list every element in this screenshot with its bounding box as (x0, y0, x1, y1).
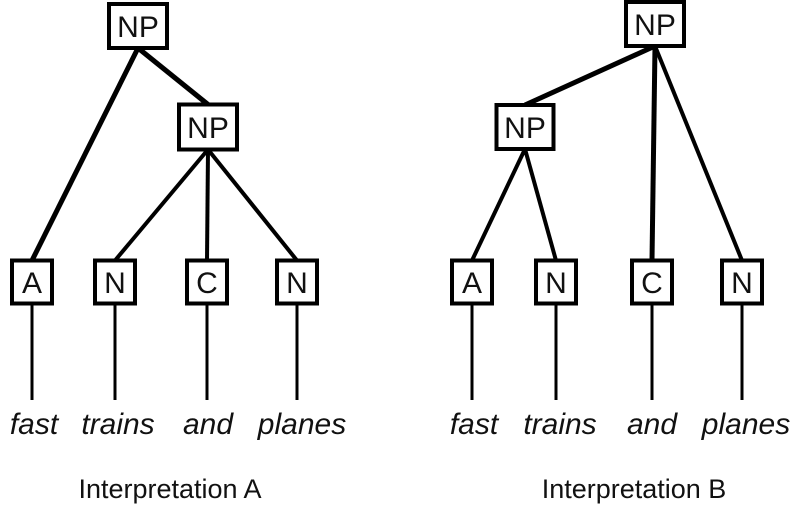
edge-b-np-root-to-b-leaf-n2 (653, 45, 744, 262)
word-b-word-and: and (627, 408, 678, 441)
node-box-b-np-sub (494, 103, 556, 151)
node-label-b-leaf-a: A (462, 267, 482, 300)
node-label-a-leaf-n1: N (104, 267, 126, 300)
node-label-a-leaf-n2: N (286, 267, 308, 300)
node-box-b-leaf-n2 (720, 258, 764, 306)
node-box-a-leaf-n2 (275, 258, 319, 306)
word-a-word-trains: trains (81, 408, 154, 441)
node-box-a-np-root (107, 2, 169, 50)
node-label-b-leaf-n1: N (545, 267, 567, 300)
node-a-np-sub[interactable]: NP (177, 102, 239, 152)
node-label-b-np-sub: NP (504, 112, 546, 145)
word-b-word-trains: trains (523, 408, 596, 441)
node-b-np-sub[interactable]: NP (494, 103, 556, 151)
node-box-a-leaf-c (185, 258, 229, 306)
word-b-word-planes: planes (701, 408, 790, 441)
node-b-leaf-n1[interactable]: N (534, 258, 578, 306)
edge-a-np-root-to-a-np-sub (136, 46, 210, 107)
node-a-leaf-a[interactable]: A (10, 258, 54, 306)
node-b-leaf-c[interactable]: C (630, 258, 674, 306)
node-label-b-np-root: NP (634, 9, 676, 42)
edge-b-np-root-to-b-np-sub (523, 43, 657, 108)
node-box-b-leaf-c (630, 258, 674, 306)
word-a-word-fast: fast (10, 408, 60, 441)
edge-a-np-sub-to-a-leaf-n1 (113, 148, 210, 262)
edges-interpretation-a (29, 46, 299, 262)
node-box-b-leaf-a (450, 258, 494, 306)
node-b-leaf-n2[interactable]: N (720, 258, 764, 306)
word-a-word-planes: planes (257, 408, 346, 441)
node-box-b-leaf-n1 (534, 258, 578, 306)
edge-b-np-sub-to-b-leaf-a (470, 148, 527, 262)
node-b-np-root[interactable]: NP (624, 0, 686, 48)
edge-b-np-sub-to-b-leaf-n1 (523, 148, 558, 262)
word-b-word-fast: fast (450, 408, 500, 441)
node-label-a-np-sub: NP (187, 112, 229, 145)
node-box-a-leaf-n1 (93, 258, 137, 306)
node-label-a-leaf-a: A (22, 267, 42, 300)
edge-a-np-sub-to-a-leaf-n2 (206, 148, 299, 262)
caption-interpretation-a: Interpretation A (78, 474, 261, 504)
node-box-a-leaf-a (10, 258, 54, 306)
node-b-leaf-a[interactable]: A (450, 258, 494, 306)
edge-a-np-root-to-a-leaf-a (29, 46, 141, 262)
node-label-a-leaf-c: C (196, 267, 218, 300)
node-label-b-leaf-n2: N (731, 267, 753, 300)
node-box-a-np-sub (177, 102, 239, 152)
caption-interpretation-b: Interpretation B (542, 474, 727, 504)
word-a-word-and: and (183, 408, 234, 441)
node-a-leaf-n1[interactable]: N (93, 258, 137, 306)
node-label-b-leaf-c: C (641, 267, 663, 300)
node-a-leaf-c[interactable]: C (185, 258, 229, 306)
node-label-a-np-root: NP (117, 11, 159, 44)
edge-b-np-root-to-b-leaf-c (649, 45, 658, 261)
stems-interpretation-b (470, 303, 744, 400)
node-box-b-np-root (624, 0, 686, 48)
edge-a-np-sub-to-a-leaf-c (205, 149, 210, 261)
node-a-leaf-n2[interactable]: N (275, 258, 319, 306)
stems-interpretation-a (30, 303, 299, 400)
edges-interpretation-b (470, 43, 744, 262)
node-a-np-root[interactable]: NP (107, 2, 169, 50)
